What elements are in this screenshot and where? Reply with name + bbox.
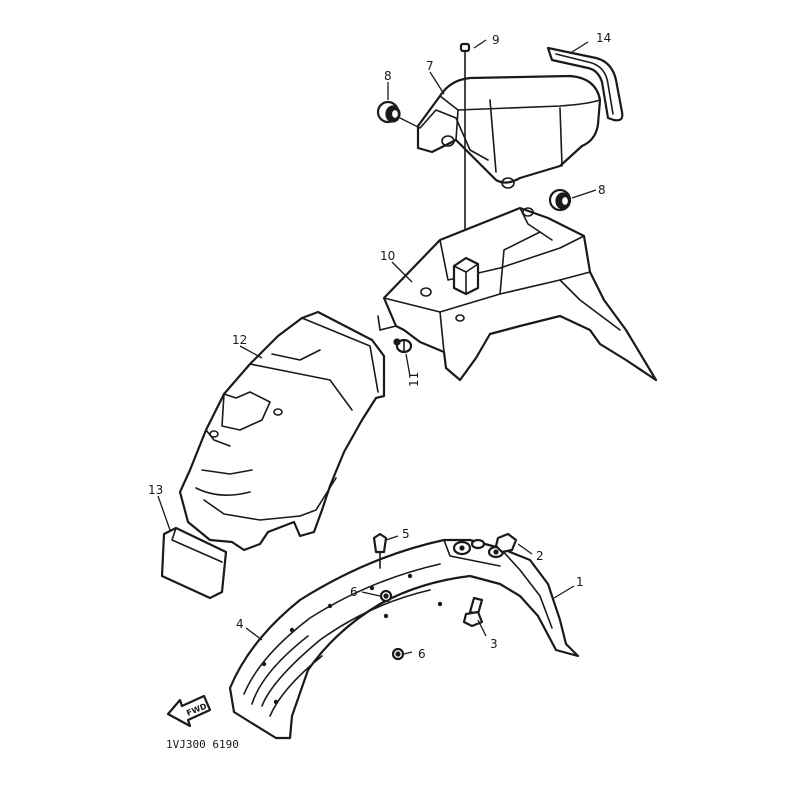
callout-14: 14 xyxy=(596,31,611,45)
part-12-inner-fender xyxy=(178,310,386,552)
part-14-gasket xyxy=(546,46,624,122)
callout-2: 2 xyxy=(536,549,544,563)
callout-6-lower: 6 xyxy=(418,647,426,661)
callout-10: 10 xyxy=(380,249,395,263)
leader-lines xyxy=(157,39,597,655)
callout-8-right: 8 xyxy=(598,183,606,197)
callout-11: 11 xyxy=(407,372,421,387)
callout-4: 4 xyxy=(236,617,244,631)
callout-6-upper: 6 xyxy=(350,585,358,599)
part-5-bolt xyxy=(372,532,388,569)
part-9-screw xyxy=(459,42,471,259)
part-6-nut-lower xyxy=(391,647,405,661)
part-7-upper-cover xyxy=(416,74,602,189)
part-13-plate xyxy=(160,526,228,600)
part-3-bolt xyxy=(462,596,484,628)
part-8-grommet-left xyxy=(376,100,401,124)
callout-13: 13 xyxy=(148,483,163,497)
part-4-rear-fender xyxy=(228,538,580,740)
callout-1: 1 xyxy=(576,575,584,589)
callout-9: 9 xyxy=(492,33,500,47)
diagram-code: 1VJ300 6190 xyxy=(166,738,239,751)
callout-labels: 9 7 8 14 8 10 12 11 13 5 2 1 6 4 3 6 xyxy=(148,31,611,661)
part-6-nut-upper xyxy=(379,589,393,603)
part-10-bracket xyxy=(377,206,658,382)
front-direction-arrow-icon: FWD xyxy=(166,694,212,728)
callout-7: 7 xyxy=(426,59,434,73)
part-2-collar xyxy=(494,532,518,554)
callout-3: 3 xyxy=(490,637,498,651)
part-11-bolt xyxy=(393,338,413,354)
callout-12: 12 xyxy=(232,333,247,347)
part-8-grommet-right xyxy=(548,188,572,212)
callout-8-top: 8 xyxy=(384,69,392,83)
callout-5: 5 xyxy=(402,527,410,541)
